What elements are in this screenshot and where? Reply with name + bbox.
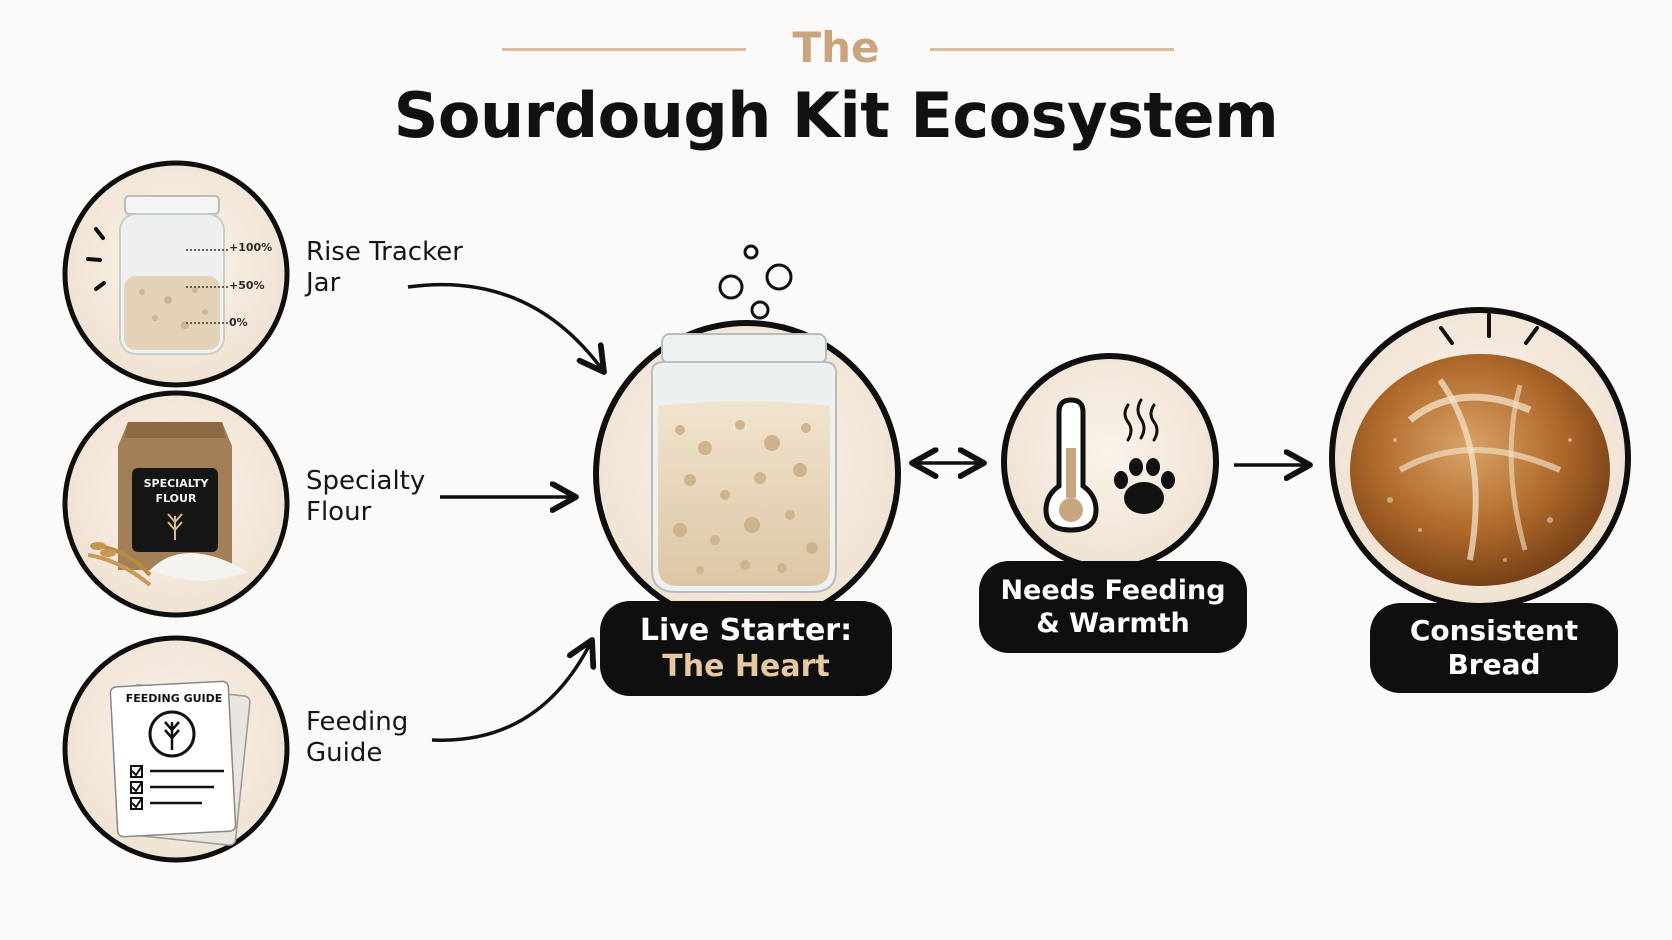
label-feeding-guide: Feeding Guide xyxy=(306,707,409,768)
pill-needs-feeding: Needs Feeding & Warmth xyxy=(979,561,1247,653)
starter-jar-icon xyxy=(593,244,901,628)
jar-mark-50: +50% xyxy=(229,279,265,292)
pill-needs-line2: & Warmth xyxy=(1036,608,1190,639)
guide-doc-title: FEEDING GUIDE xyxy=(125,692,223,705)
flour-bag-text-1: SPECIALTY xyxy=(143,477,209,490)
pill-live-starter: Live Starter: The Heart xyxy=(600,601,892,696)
pill-consistent-bread: Consistent Bread xyxy=(1370,603,1618,693)
bread-loaf-icon xyxy=(1329,307,1631,609)
pill-bread-line2: Bread xyxy=(1447,648,1541,681)
label-specialty-flour: Specialty Flour xyxy=(306,466,426,527)
flour-bag-text-2: FLOUR xyxy=(155,492,197,505)
arrow-guide-to-starter xyxy=(431,640,592,742)
pill-needs-line1: Needs Feeding xyxy=(1000,575,1226,606)
title-rule-right xyxy=(930,48,1174,51)
page-title: Sourdough Kit Ecosystem xyxy=(393,79,1279,152)
flour-bag-icon xyxy=(62,390,290,618)
title-eyebrow: The xyxy=(792,23,880,72)
jar-mark-100: +100% xyxy=(229,241,273,254)
pill-bread-line1: Consistent xyxy=(1409,614,1579,647)
thermometer-icon xyxy=(1043,397,1099,533)
rise-tracker-jar-icon xyxy=(62,160,290,388)
paw-icon xyxy=(1114,458,1175,514)
jar-mark-0: 0% xyxy=(229,316,248,329)
steam-icon xyxy=(1123,398,1159,442)
needs-icons xyxy=(1001,353,1219,571)
label-rise-tracker-jar: Rise Tracker Jar xyxy=(306,237,463,298)
title-rule-left xyxy=(502,48,746,51)
feeding-guide-icon xyxy=(62,635,290,863)
pill-live-starter-line1: Live Starter: xyxy=(639,612,853,648)
pill-live-starter-line2: The Heart xyxy=(662,648,830,684)
arrow-jar-to-starter xyxy=(407,282,604,372)
